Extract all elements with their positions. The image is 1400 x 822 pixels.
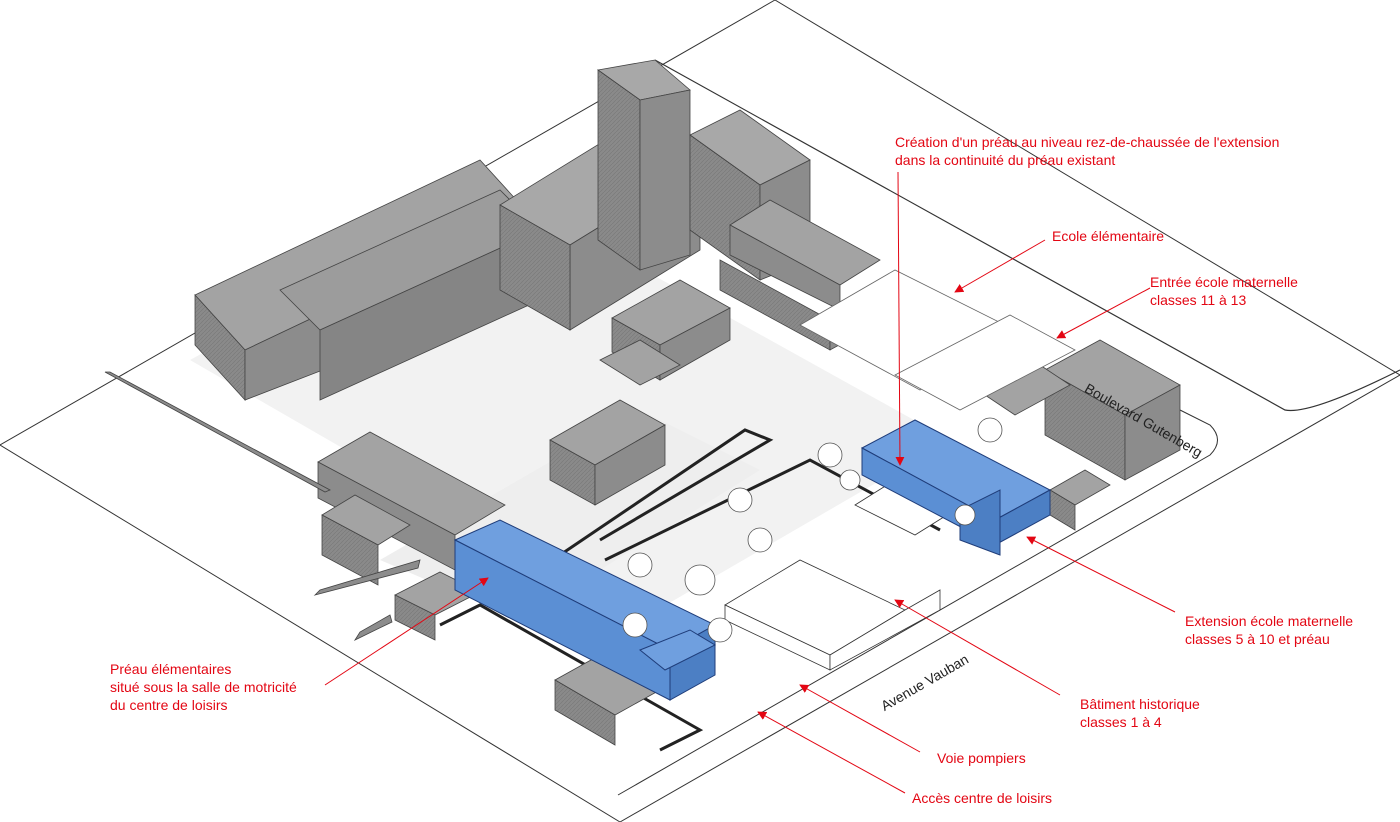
annotation-entree-maternelle-line1: Entrée école maternelle bbox=[1150, 274, 1298, 290]
annotation-voie-pompiers: Voie pompiers bbox=[937, 749, 1026, 767]
trees bbox=[622, 417, 1003, 643]
annotation-preau-elementaires-line3: du centre de loisirs bbox=[110, 697, 228, 713]
annotation-preau-extension-line1: Création d'un préau au niveau rez-de-cha… bbox=[895, 134, 1280, 150]
annotation-extension-maternelle-line1: Extension école maternelle bbox=[1185, 613, 1354, 629]
annotation-extension-maternelle: Extension école maternelle classes 5 à 1… bbox=[1185, 612, 1353, 648]
annotation-batiment-historique: Bâtiment historique classes 1 à 4 bbox=[1080, 695, 1200, 731]
annotation-preau-elementaires: Préau élémentaires situé sous la salle d… bbox=[110, 660, 297, 714]
annotation-acces-loisirs: Accès centre de loisirs bbox=[912, 789, 1052, 807]
annotation-preau-extension: Création d'un préau au niveau rez-de-cha… bbox=[895, 133, 1279, 169]
annotation-batiment-historique-line1: Bâtiment historique bbox=[1080, 696, 1200, 712]
annotation-batiment-historique-line2: classes 1 à 4 bbox=[1080, 714, 1162, 730]
annotation-ecole-elementaire: Ecole élémentaire bbox=[1052, 227, 1164, 245]
annotation-extension-maternelle-line2: classes 5 à 10 et préau bbox=[1185, 631, 1330, 647]
annotation-acces-loisirs-text: Accès centre de loisirs bbox=[912, 790, 1053, 806]
annotation-voie-pompiers-text: Voie pompiers bbox=[937, 750, 1026, 766]
annotation-leaders bbox=[324, 171, 1176, 794]
annotation-preau-elementaires-line2: situé sous la salle de motricité bbox=[110, 679, 297, 695]
existing-buildings bbox=[104, 59, 1181, 746]
annotation-preau-elementaires-line1: Préau élémentaires bbox=[110, 661, 232, 677]
annotation-entree-maternelle: Entrée école maternelle classes 11 à 13 bbox=[1150, 273, 1298, 309]
annotation-ecole-elementaire-text: Ecole élémentaire bbox=[1052, 228, 1165, 244]
annotation-preau-extension-line2: dans la continuité du préau existant bbox=[895, 152, 1116, 168]
ecole-elementaire-white bbox=[799, 269, 1076, 411]
annotation-entree-maternelle-line2: classes 11 à 13 bbox=[1150, 292, 1247, 308]
